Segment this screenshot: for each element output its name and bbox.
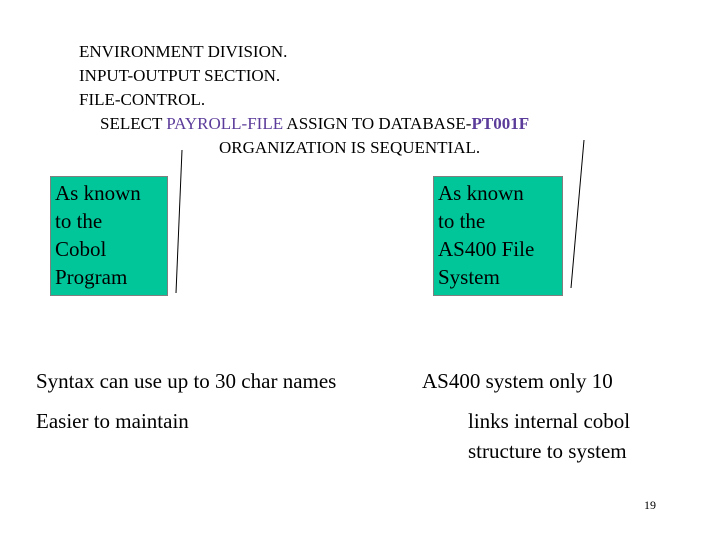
note-line: structure to system [468,439,627,463]
box-line: Program [55,265,128,289]
note-syntax-names: Syntax can use up to 30 char names [36,369,337,393]
note-as400-limit: AS400 system only 10 [422,369,613,393]
left-connector-line [175,149,183,294]
code-line-select: SELECT PAYROLL-FILE ASSIGN TO DATABASE-P… [100,112,529,136]
box-line: AS400 File [438,237,535,261]
page-number: 19 [644,498,656,512]
assign-keyword: ASSIGN TO DATABASE- [283,114,472,133]
as400-file-system-box: As known to the AS400 File System [433,176,563,296]
note-links-structure: links internal cobol structure to system [468,406,630,466]
code-line-organization: ORGANIZATION IS SEQUENTIAL. [219,138,481,157]
note-line: links internal cobol [468,409,631,433]
box-line: As known [55,181,141,205]
cobol-program-box: As known to the Cobol Program [50,176,168,296]
code-line-file-control: FILE-CONTROL. [79,90,206,109]
box-line: As known [438,181,524,205]
as400-file-name: PT001F [471,114,530,133]
select-keyword: SELECT [100,114,167,133]
code-line-input-output: INPUT-OUTPUT SECTION. [79,66,281,85]
box-line: to the [55,209,103,233]
cobol-file-name: PAYROLL-FILE [166,114,284,133]
box-line: Cobol [55,237,107,261]
box-line: System [438,265,500,289]
code-line-environment: ENVIRONMENT DIVISION. [79,42,288,61]
box-line: to the [438,209,486,233]
right-connector-line [570,139,585,289]
note-easier-maintain: Easier to maintain [36,409,189,433]
